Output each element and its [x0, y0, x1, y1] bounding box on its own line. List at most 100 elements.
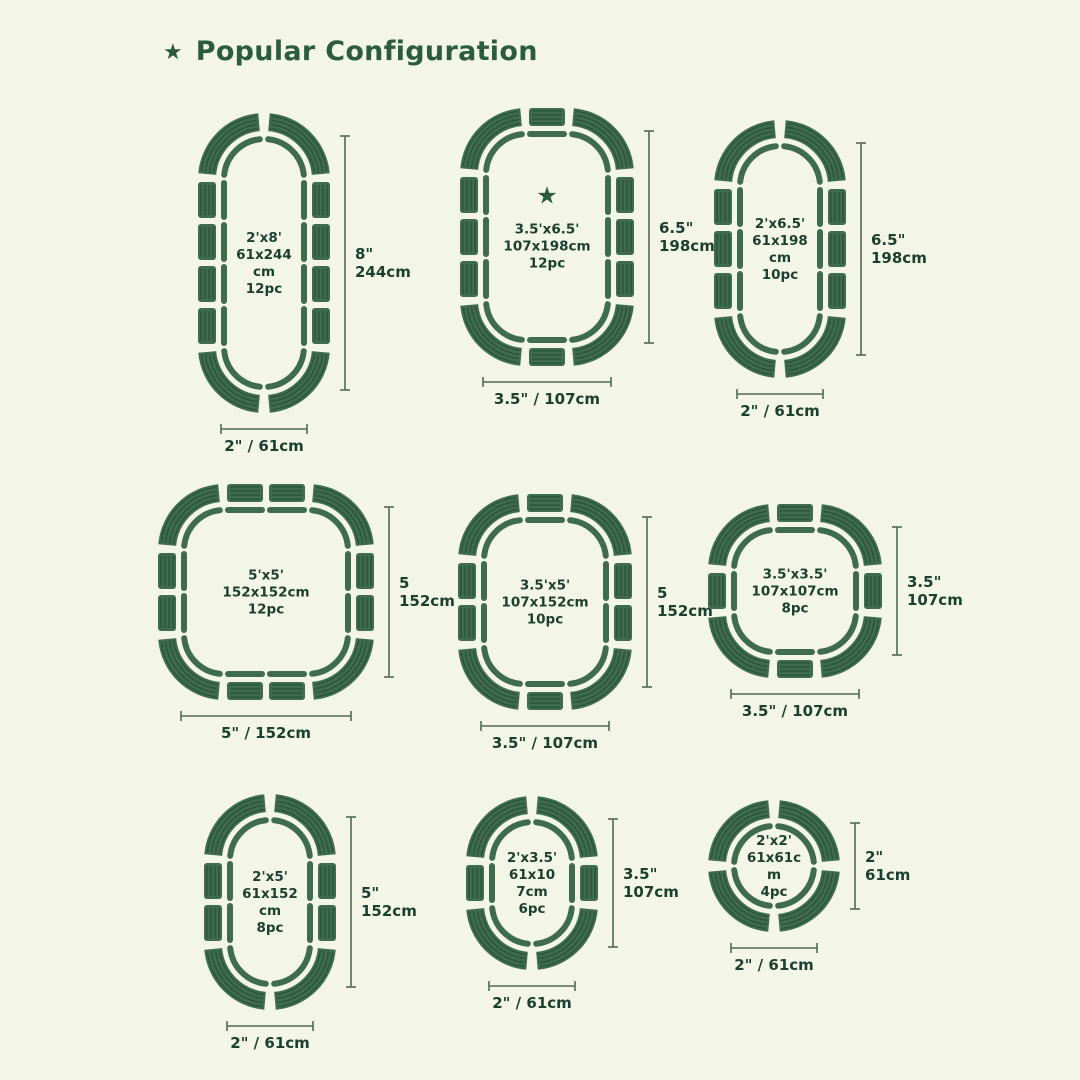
- side-panel: [828, 189, 846, 225]
- bed-outline: [731, 823, 817, 909]
- config-label-line: 107x107cm: [751, 584, 838, 600]
- corner-panel: [158, 637, 221, 700]
- width-dimension-label: 2" / 61cm: [492, 994, 572, 1012]
- side-panel: [460, 261, 478, 297]
- config-label-line: cm: [769, 250, 791, 266]
- width-dimension: 2" / 61cm: [736, 389, 824, 420]
- width-dimension: 2" / 61cm: [220, 424, 308, 455]
- bed-outline: [227, 817, 313, 987]
- height-dimension-label: 2": [865, 848, 883, 866]
- config-label-line: cm: [259, 903, 281, 919]
- height-dimension-label: 6.5": [659, 219, 693, 237]
- width-dimension: 3.5" / 107cm: [480, 721, 610, 752]
- panels: [204, 794, 336, 1010]
- corner-panel: [458, 494, 521, 557]
- corner-panel: [819, 615, 882, 678]
- config-label-line: 2'x3.5': [507, 850, 557, 866]
- width-dimension: 3.5" / 107cm: [482, 377, 612, 408]
- panels: [708, 800, 840, 932]
- config-label-line: 4pc: [760, 884, 787, 900]
- side-panel: [529, 348, 565, 366]
- height-dimension-label: 5": [361, 884, 379, 902]
- bed-outline: [483, 131, 611, 343]
- side-panel: [269, 484, 305, 502]
- side-panel: [198, 182, 216, 218]
- width-dimension-label: 5" / 152cm: [221, 724, 311, 742]
- page-title: Popular Configuration: [195, 36, 538, 67]
- config-label-line: 61x10: [509, 867, 555, 883]
- corner-panel: [458, 647, 521, 710]
- config-label-line: 152x152cm: [222, 585, 309, 601]
- side-panel: [198, 308, 216, 344]
- corner-panel: [273, 794, 336, 857]
- height-dimension-label: 198cm: [659, 237, 715, 255]
- side-panel: [204, 863, 222, 899]
- corner-panel: [198, 113, 261, 176]
- side-panel: [777, 660, 813, 678]
- side-panel: [864, 573, 882, 609]
- height-dimension-label: 61cm: [865, 866, 910, 884]
- corner-panel: [158, 484, 221, 547]
- config-label-line: 61x61c: [747, 850, 801, 866]
- side-panel: [356, 553, 374, 589]
- height-dimension-label: 5: [399, 574, 409, 592]
- side-panel: [529, 108, 565, 126]
- config-label-line: 107x198cm: [503, 239, 590, 255]
- corner-panel: [535, 796, 598, 859]
- side-panel: [312, 266, 330, 302]
- corner-panel: [460, 303, 523, 366]
- config-label-line: 10pc: [762, 267, 798, 283]
- side-panel: [580, 865, 598, 901]
- config-label-line: 12pc: [248, 602, 284, 618]
- corner-panel: [777, 800, 840, 863]
- bed-outline: [731, 527, 859, 655]
- corner-panel: [708, 504, 771, 567]
- width-dimension: 3.5" / 107cm: [730, 689, 860, 720]
- corner-panel: [714, 120, 777, 183]
- side-panel: [227, 682, 263, 700]
- bed-outline: [181, 507, 351, 677]
- side-panel: [616, 219, 634, 255]
- corner-panel: [311, 637, 374, 700]
- corner-panel: [267, 113, 330, 176]
- width-dimension-label: 2" / 61cm: [734, 956, 814, 974]
- corner-panel: [569, 647, 632, 710]
- corner-panel: [466, 796, 529, 859]
- corner-panel: [783, 120, 846, 183]
- side-panel: [269, 682, 305, 700]
- panels: [466, 796, 598, 970]
- bed-outline: [489, 819, 575, 947]
- config-label-line: 61x244: [236, 247, 292, 263]
- corner-panel: [311, 484, 374, 547]
- height-dimension-label: 244cm: [355, 263, 411, 281]
- side-panel: [466, 865, 484, 901]
- corner-panel: [783, 315, 846, 378]
- side-panel: [828, 231, 846, 267]
- side-panel: [714, 189, 732, 225]
- side-panel: [527, 494, 563, 512]
- config-label-line: 61x152: [242, 886, 298, 902]
- width-dimension: 2" / 61cm: [488, 981, 576, 1012]
- side-panel: [614, 563, 632, 599]
- config-label-line: 2'x8': [246, 230, 282, 246]
- side-panel: [714, 273, 732, 309]
- config-label-line: 6pc: [518, 901, 545, 917]
- header: ★ Popular Configuration: [163, 36, 538, 67]
- side-panel: [708, 573, 726, 609]
- corner-panel: [198, 350, 261, 413]
- side-panel: [204, 905, 222, 941]
- height-dimension-label: 107cm: [623, 883, 679, 901]
- height-dimension: 3.5"107cm: [608, 818, 679, 948]
- config-label-line: 61x198: [752, 233, 808, 249]
- height-dimension-label: 152cm: [399, 592, 455, 610]
- config-label-line: 12pc: [246, 281, 282, 297]
- side-panel: [460, 219, 478, 255]
